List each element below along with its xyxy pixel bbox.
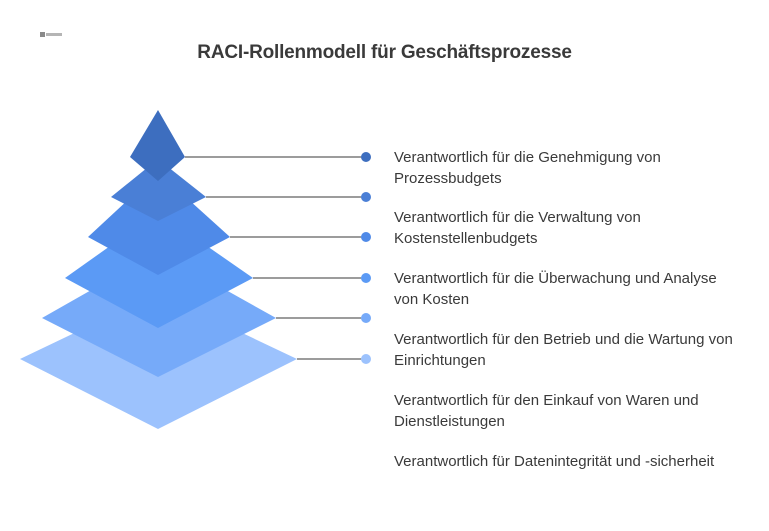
level-label-2: Verantwortlich für die Verwaltung von Ko… bbox=[394, 209, 641, 247]
connector-dot-6 bbox=[361, 354, 371, 364]
level-label-1: Verantwortlich für die Genehmigung von P… bbox=[394, 149, 661, 187]
page-title: RACI-Rollenmodell für Geschäftsprozesse bbox=[197, 42, 572, 63]
level-label-6: Verantwortlich für Datenintegrität und -… bbox=[394, 453, 715, 470]
connector-dot-4 bbox=[361, 273, 371, 283]
level-label-4: Verantwortlich für den Betrieb und die W… bbox=[394, 331, 733, 369]
logo-icon bbox=[40, 32, 62, 37]
pyramid-layer-1 bbox=[130, 110, 185, 181]
pyramid-layer-2 bbox=[111, 159, 206, 221]
level-label-5: Verantwortlich für den Einkauf von Waren… bbox=[394, 392, 699, 430]
level-label-3: Verantwortlich für die Überwachung und A… bbox=[394, 270, 717, 308]
pyramid-layer-3 bbox=[88, 172, 230, 275]
connector-dot-5 bbox=[361, 313, 371, 323]
connector-dot-1 bbox=[361, 152, 371, 162]
connector-dot-2 bbox=[361, 192, 371, 202]
connector-dot-3 bbox=[361, 232, 371, 242]
